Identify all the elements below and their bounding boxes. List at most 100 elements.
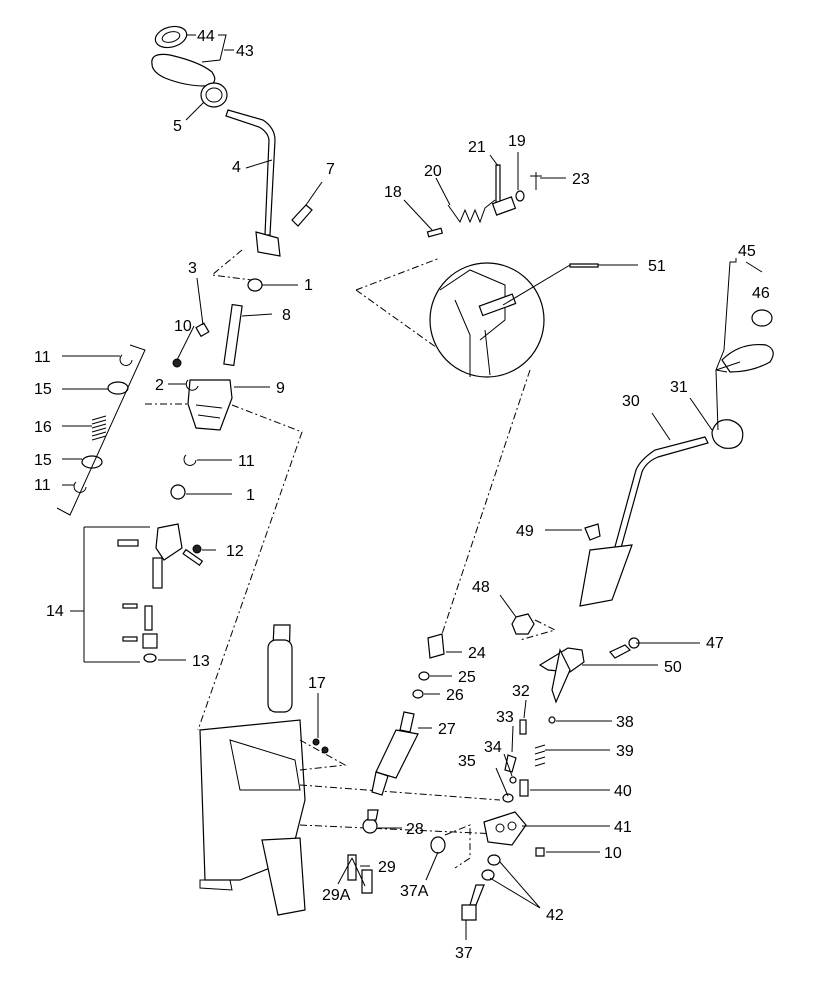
- damper-27: [375, 729, 419, 779]
- bolt-10-right: [535, 847, 545, 857]
- pin-3: [195, 322, 210, 338]
- universal-joint-14: [155, 523, 183, 561]
- pin-33: [504, 754, 517, 773]
- callout-50: 50: [664, 659, 682, 676]
- nut-42-a: [487, 854, 501, 866]
- leader-lines: [62, 34, 763, 940]
- callout-10-left: 10: [174, 318, 192, 335]
- bushing-1-top: [247, 278, 263, 292]
- callout-31: 31: [670, 379, 688, 396]
- callout-5: 5: [173, 118, 182, 135]
- callout-40: 40: [614, 783, 632, 800]
- spring-20: [447, 199, 496, 224]
- callout-3: 3: [188, 260, 197, 277]
- callout-4: 4: [232, 159, 241, 176]
- callout-34: 34: [484, 739, 502, 756]
- bolt-49: [584, 523, 601, 541]
- washer-15-b: [81, 455, 103, 469]
- detail-view: [429, 262, 545, 378]
- ball-joint-28: [362, 818, 378, 834]
- ball-38: [548, 716, 556, 724]
- link-37: [469, 884, 485, 906]
- pin-21: [495, 164, 501, 206]
- callout-29: 29: [378, 859, 396, 876]
- callout-15-a: 15: [34, 381, 52, 398]
- clip-11-a: [119, 354, 133, 366]
- callout-10-right: 10: [604, 845, 622, 862]
- washer-26: [412, 689, 424, 699]
- callout-16: 16: [34, 419, 52, 436]
- callout-42: 42: [546, 907, 564, 924]
- washer-15-a: [107, 381, 129, 395]
- lever-4-base: [255, 231, 281, 257]
- callout-11-a: 11: [34, 349, 51, 366]
- callout-49: 49: [516, 523, 534, 540]
- ring-13: [143, 653, 157, 663]
- spring-16: [91, 415, 107, 441]
- lever-boot-5: [200, 82, 228, 108]
- pin-40: [519, 779, 529, 797]
- callout-30: 30: [622, 393, 640, 410]
- rod-8: [223, 303, 243, 367]
- spring-39: [534, 744, 546, 767]
- bushing-19: [491, 196, 517, 216]
- pin-14a: [117, 539, 139, 547]
- bracket-41: [483, 811, 527, 846]
- callout-35: 35: [458, 753, 476, 770]
- nut-35: [502, 793, 514, 803]
- bolt-47: [609, 644, 631, 659]
- callout-47: 47: [706, 635, 724, 652]
- callout-labels: 44 43 5 4 7 3 1 8 10 11 2 9 15 16 15 11 …: [34, 28, 770, 962]
- lever-boot-31: [711, 419, 744, 449]
- ball-34: [509, 776, 517, 784]
- callout-14: 14: [46, 603, 64, 620]
- callout-7: 7: [326, 161, 335, 178]
- callout-51: 51: [648, 258, 666, 275]
- callout-29a: 29A: [322, 887, 351, 904]
- nut-42-b: [481, 869, 495, 881]
- callout-18: 18: [384, 184, 402, 201]
- callout-38: 38: [616, 714, 634, 731]
- clip-11-c: [183, 454, 197, 466]
- bracket-9: [187, 379, 233, 431]
- callout-19: 19: [508, 133, 526, 150]
- callout-39: 39: [616, 743, 634, 760]
- bolt-12: [192, 544, 202, 554]
- callout-2: 2: [155, 377, 164, 394]
- callout-9: 9: [276, 380, 285, 397]
- callout-46: 46: [752, 285, 770, 302]
- callout-33: 33: [496, 709, 514, 726]
- callout-13: 13: [192, 653, 210, 670]
- callout-12: 12: [226, 543, 244, 560]
- callout-26: 26: [446, 687, 464, 704]
- callout-28: 28: [406, 821, 424, 838]
- bracket-24: [427, 633, 445, 659]
- lever-knob-45: [721, 343, 774, 373]
- pin-32: [519, 719, 527, 735]
- callout-25: 25: [458, 669, 476, 686]
- callout-44: 44: [197, 28, 215, 45]
- nut-37a: [430, 836, 446, 854]
- callout-23: 23: [572, 171, 590, 188]
- callout-27: 27: [438, 721, 456, 738]
- callout-37a: 37A: [400, 883, 429, 900]
- callout-48: 48: [472, 579, 490, 596]
- pin-17: [312, 738, 320, 746]
- washer-19: [515, 190, 525, 202]
- callout-32: 32: [512, 683, 530, 700]
- cable-51: [569, 263, 599, 268]
- callout-1-lower: 1: [246, 487, 255, 504]
- nut-25: [418, 671, 430, 681]
- screw-18: [426, 227, 444, 238]
- bolt-7: [291, 204, 313, 227]
- connection-lines: [145, 249, 557, 869]
- callout-8: 8: [282, 307, 291, 324]
- nut-48: [511, 613, 535, 635]
- right-lever-assembly: [461, 309, 774, 921]
- clip-2: [185, 379, 199, 391]
- center-rod-assembly: [362, 633, 446, 854]
- callout-41: 41: [614, 819, 632, 836]
- callout-21: 21: [468, 139, 486, 156]
- pin-14b: [182, 548, 204, 567]
